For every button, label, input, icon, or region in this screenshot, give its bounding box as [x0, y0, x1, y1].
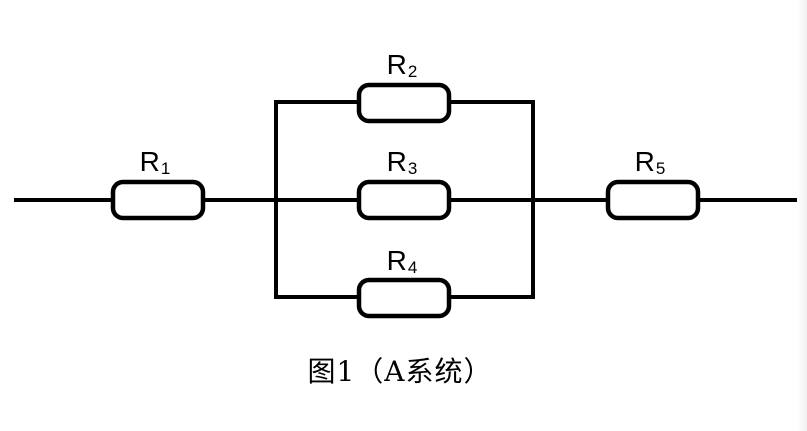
figure-caption: 图1（A系统）	[307, 355, 493, 388]
resistor-body-r5	[605, 179, 701, 221]
resistor-label-r1-base: R	[139, 146, 160, 177]
resistor-label-r4: R4	[387, 246, 418, 283]
resistor-label-r3-subscript: 3	[407, 159, 418, 178]
resistor-label-r3: R3	[387, 147, 418, 184]
resistor-label-r5-base: R	[634, 146, 655, 177]
resistor-body-r1	[110, 179, 206, 221]
resistor-label-r4-base: R	[386, 245, 407, 276]
resistor-label-r4-subscript: 4	[407, 258, 418, 277]
resistor-label-r5: R5	[635, 147, 666, 184]
resistor-label-r3-base: R	[386, 146, 407, 177]
resistor-label-r2: R2	[387, 50, 418, 87]
resistor-label-r5-subscript: 5	[655, 159, 666, 178]
resistor-body-r3	[356, 179, 452, 221]
resistor-label-r1: R1	[140, 147, 171, 184]
resistor-body-r2	[356, 82, 452, 124]
resistor-body-r4	[356, 277, 452, 319]
resistor-label-r2-base: R	[386, 49, 407, 80]
resistor-label-r1-subscript: 1	[160, 159, 171, 178]
resistor-label-r2-subscript: 2	[407, 62, 418, 81]
